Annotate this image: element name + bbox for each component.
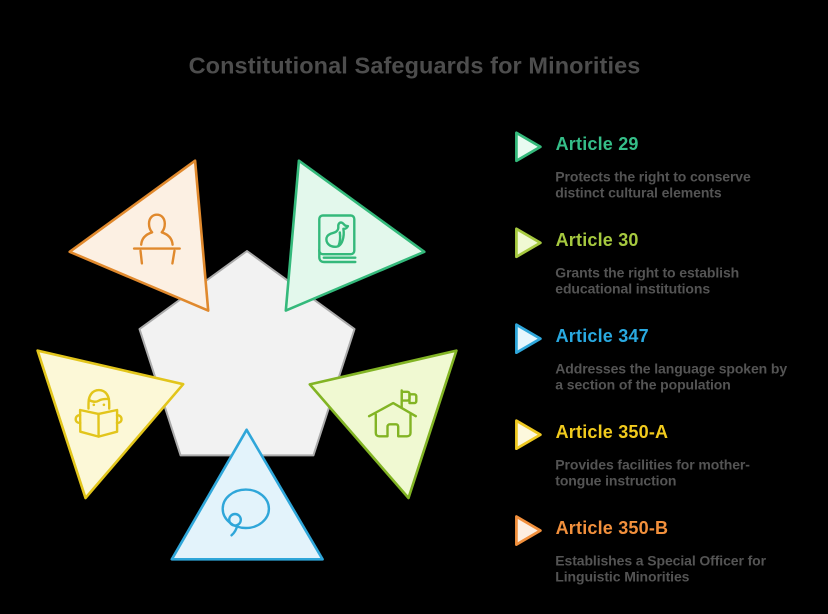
svg-text:a section of the population: a section of the population [555, 376, 730, 392]
svg-text:Article 350-B: Article 350-B [556, 518, 669, 538]
svg-text:Addresses the language spoken: Addresses the language spoken by [555, 361, 787, 377]
svg-text:Article 29: Article 29 [556, 134, 639, 154]
svg-text:Linguistic Minorities: Linguistic Minorities [555, 568, 689, 584]
svg-text:Provides facilities for mother: Provides facilities for mother- [555, 457, 750, 473]
svg-text:Article 347: Article 347 [556, 326, 649, 346]
svg-text:Constitutional Safeguards for: Constitutional Safeguards for Minorities [189, 53, 641, 79]
svg-text:tongue instruction: tongue instruction [555, 472, 676, 488]
svg-text:Protects the right to conserve: Protects the right to conserve [555, 169, 751, 185]
svg-text:Establishes a Special Officer: Establishes a Special Officer for [555, 552, 766, 568]
svg-text:Article 350-A: Article 350-A [556, 422, 669, 442]
svg-text:distinct cultural elements: distinct cultural elements [555, 185, 722, 201]
svg-text:Grants the right to establish: Grants the right to establish [555, 265, 739, 281]
svg-text:educational institutions: educational institutions [555, 281, 710, 297]
svg-text:Article 30: Article 30 [556, 230, 639, 250]
